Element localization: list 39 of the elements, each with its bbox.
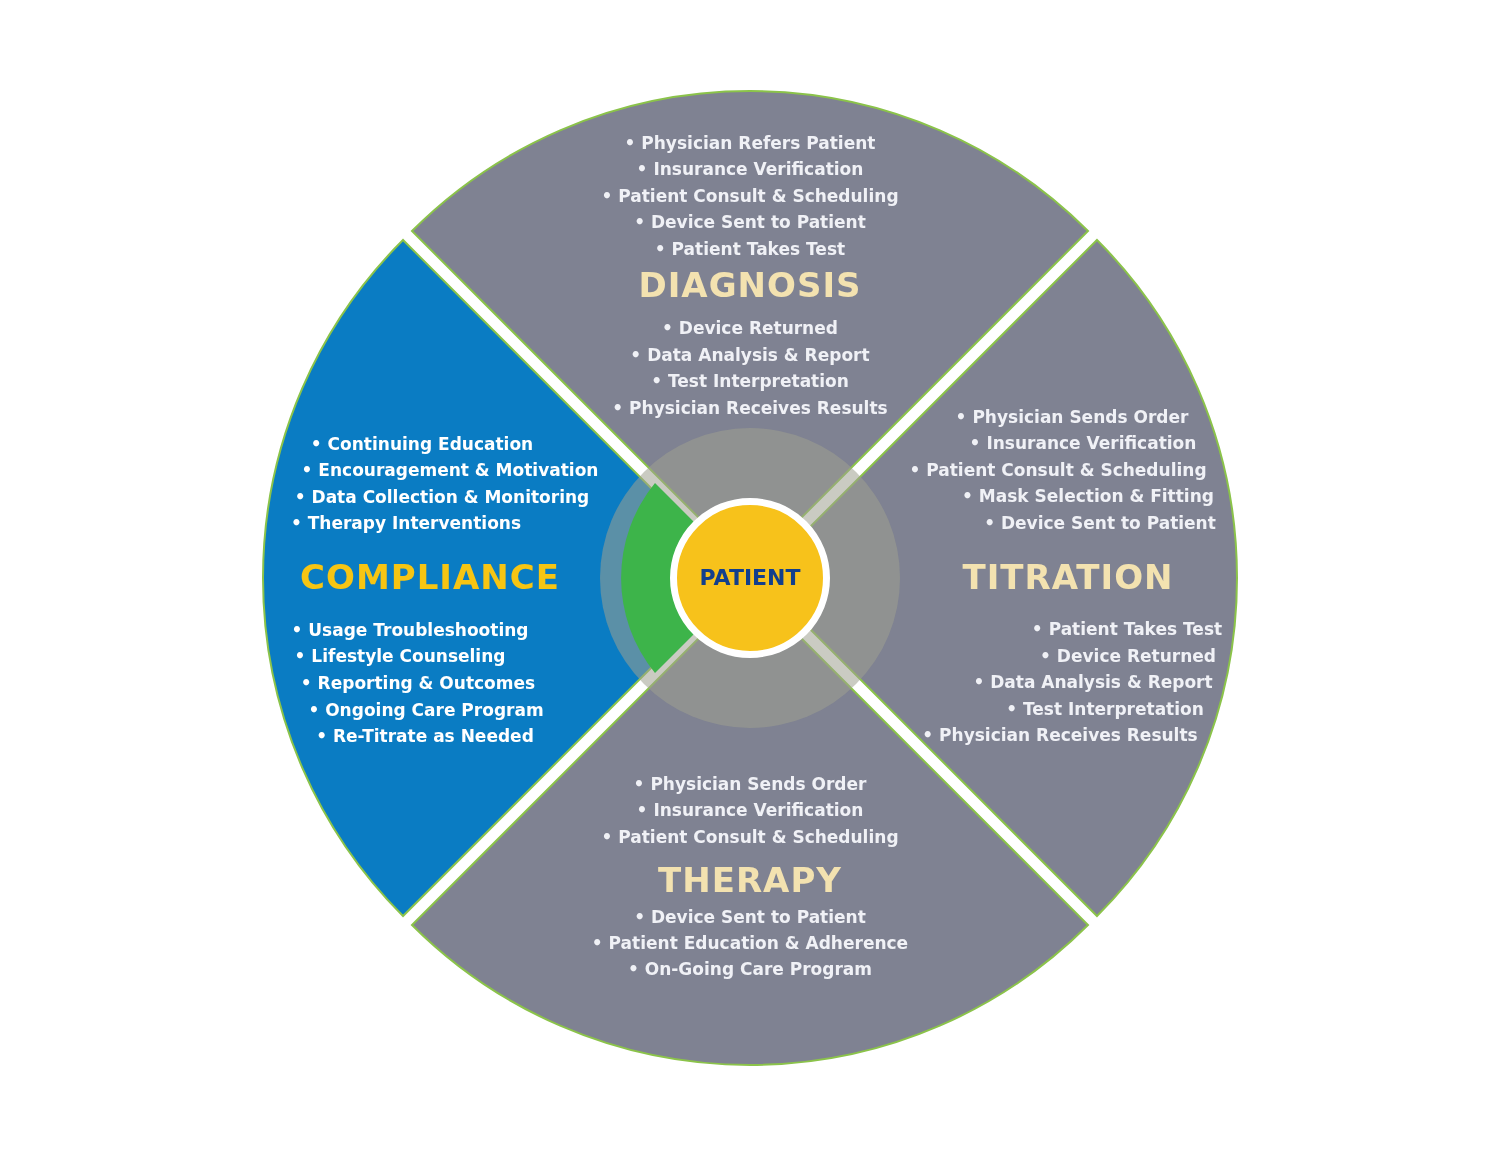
center-label: PATIENT [699, 565, 801, 591]
bullet-item: • Physician Refers Patient [624, 133, 876, 153]
bullet-item: • Patient Consult & Scheduling [909, 460, 1207, 480]
bullet-item: • Device Returned [1040, 646, 1216, 666]
bullet-item: • Insurance Verification [969, 433, 1197, 453]
bullet-item: • Data Analysis & Report [630, 345, 870, 365]
bullet-item: • Patient Consult & Scheduling [601, 186, 899, 206]
phase-heading: DIAGNOSIS [638, 267, 862, 305]
bullet-item: • Patient Education & Adherence [591, 933, 909, 953]
bullet-item: • Test Interpretation [1006, 699, 1204, 719]
bullet-item: • Physician Receives Results [612, 398, 888, 418]
bullet-item: • Test Interpretation [651, 371, 849, 391]
bullet-item: • Device Returned [662, 318, 838, 338]
bullet-item: • Physician Receives Results [922, 725, 1198, 745]
bullet-item: • Device Sent to Patient [634, 212, 866, 232]
bullet-item: • Physician Sends Order [633, 774, 867, 794]
bullet-item: • Patient Takes Test [654, 239, 846, 259]
phase-heading: COMPLIANCE [300, 559, 560, 597]
bullet-item: • On-Going Care Program [627, 959, 873, 979]
bullet-item: • Therapy Interventions [290, 513, 522, 533]
bullet-item: • Ongoing Care Program [308, 700, 544, 720]
bullet-item: • Encouragement & Motivation [301, 460, 599, 480]
bullet-item: • Mask Selection & Fitting [962, 486, 1214, 506]
phase-heading: THERAPY [658, 862, 842, 900]
bullet-item: • Patient Takes Test [1031, 619, 1223, 639]
bullet-item: • Usage Troubleshooting [291, 620, 529, 640]
bullet-item: • Continuing Education [310, 434, 534, 454]
bullet-item: • Patient Consult & Scheduling [601, 827, 899, 847]
phase-heading: TITRATION [962, 559, 1174, 597]
bullet-item: • Lifestyle Counseling [294, 646, 506, 666]
bullet-item: • Insurance Verification [636, 800, 864, 820]
bullet-item: • Device Sent to Patient [984, 513, 1216, 533]
bullet-item: • Physician Sends Order [955, 407, 1189, 427]
bullet-item: • Device Sent to Patient [634, 907, 866, 927]
bullet-item: • Re-Titrate as Needed [316, 726, 534, 746]
bullet-item: • Data Collection & Monitoring [294, 487, 590, 507]
bullet-item: • Data Analysis & Report [973, 672, 1213, 692]
bullet-item: • Insurance Verification [636, 159, 864, 179]
bullet-item: • Reporting & Outcomes [300, 673, 536, 693]
